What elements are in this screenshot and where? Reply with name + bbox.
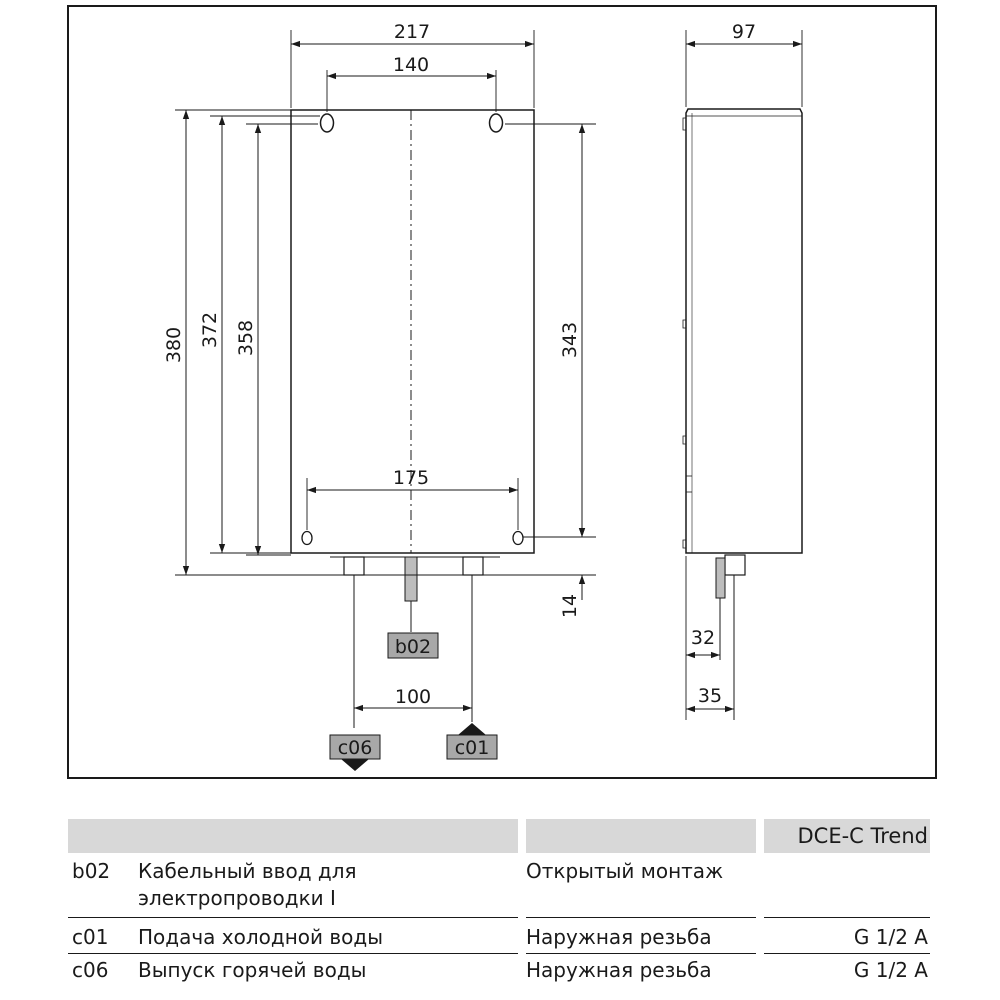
row-b02-mount: Открытый монтаж [526, 859, 724, 883]
dim-text-32: 32 [691, 627, 715, 649]
row-c01-desc: Подача холодной воды [138, 925, 384, 949]
drawing-frame [67, 5, 937, 779]
dim-text-358: 358 [235, 320, 257, 356]
header-bar-middle [526, 819, 756, 853]
dim-text-343: 343 [559, 322, 581, 358]
row-c06-desc: Выпуск горячей воды [138, 958, 367, 982]
row-rule-1c [764, 917, 930, 918]
row-c01-code: c01 [72, 925, 109, 949]
mounting-hole-top-left [319, 113, 335, 133]
dim-text-35: 35 [698, 685, 722, 707]
inlet-arrow-icon [458, 723, 486, 735]
mounting-hole-bottom-right [512, 530, 524, 546]
dim-text-380: 380 [163, 327, 185, 363]
svg-text:b02: b02 [395, 636, 431, 658]
row-c06-value: G 1/2 A [853, 958, 928, 982]
row-c01-value: G 1/2 A [853, 925, 928, 949]
fitting-c01 [462, 556, 484, 576]
row-b02-desc-line1: Кабельный ввод для [138, 859, 357, 883]
row-b02-code: b02 [72, 859, 111, 883]
row-rule-2b [526, 953, 756, 954]
fitting-c06 [343, 556, 365, 576]
dim-text-372: 372 [199, 312, 221, 348]
dim-text-14: 14 [559, 594, 581, 618]
svg-text:c01: c01 [455, 737, 490, 759]
tag-c01: c01 [446, 723, 498, 760]
svg-text:c06: c06 [338, 737, 373, 759]
side-fitting [724, 554, 746, 576]
mounting-hole-top-right [488, 113, 504, 133]
dim-text-100: 100 [395, 686, 431, 708]
dim-text-140: 140 [393, 54, 429, 76]
tag-b02: b02 [387, 632, 439, 659]
row-rule-2c [764, 953, 930, 954]
header-model: DCE-C Trend [797, 824, 929, 848]
dim-text-175: 175 [393, 467, 429, 489]
cable-entry-b02 [404, 556, 418, 602]
dim-text-97: 97 [732, 21, 756, 43]
tag-c06: c06 [329, 734, 381, 771]
row-rule-1a [68, 917, 518, 918]
side-cable-entry [715, 557, 726, 599]
heater-body-side [685, 108, 803, 554]
row-c06-mount: Наружная резьба [526, 958, 712, 982]
dim-text-217: 217 [394, 21, 430, 43]
row-rule-2a [68, 953, 518, 954]
header-bar-left [68, 819, 518, 853]
row-c06-code: c06 [72, 958, 109, 982]
header-bar-right [764, 819, 930, 853]
row-b02-desc-line2: электропроводки I [138, 886, 336, 910]
row-rule-1b [526, 917, 756, 918]
outlet-arrow-icon [341, 759, 369, 771]
mounting-hole-bottom-left [301, 530, 313, 546]
front-view [290, 109, 535, 728]
row-c01-mount: Наружная резьба [526, 925, 712, 949]
